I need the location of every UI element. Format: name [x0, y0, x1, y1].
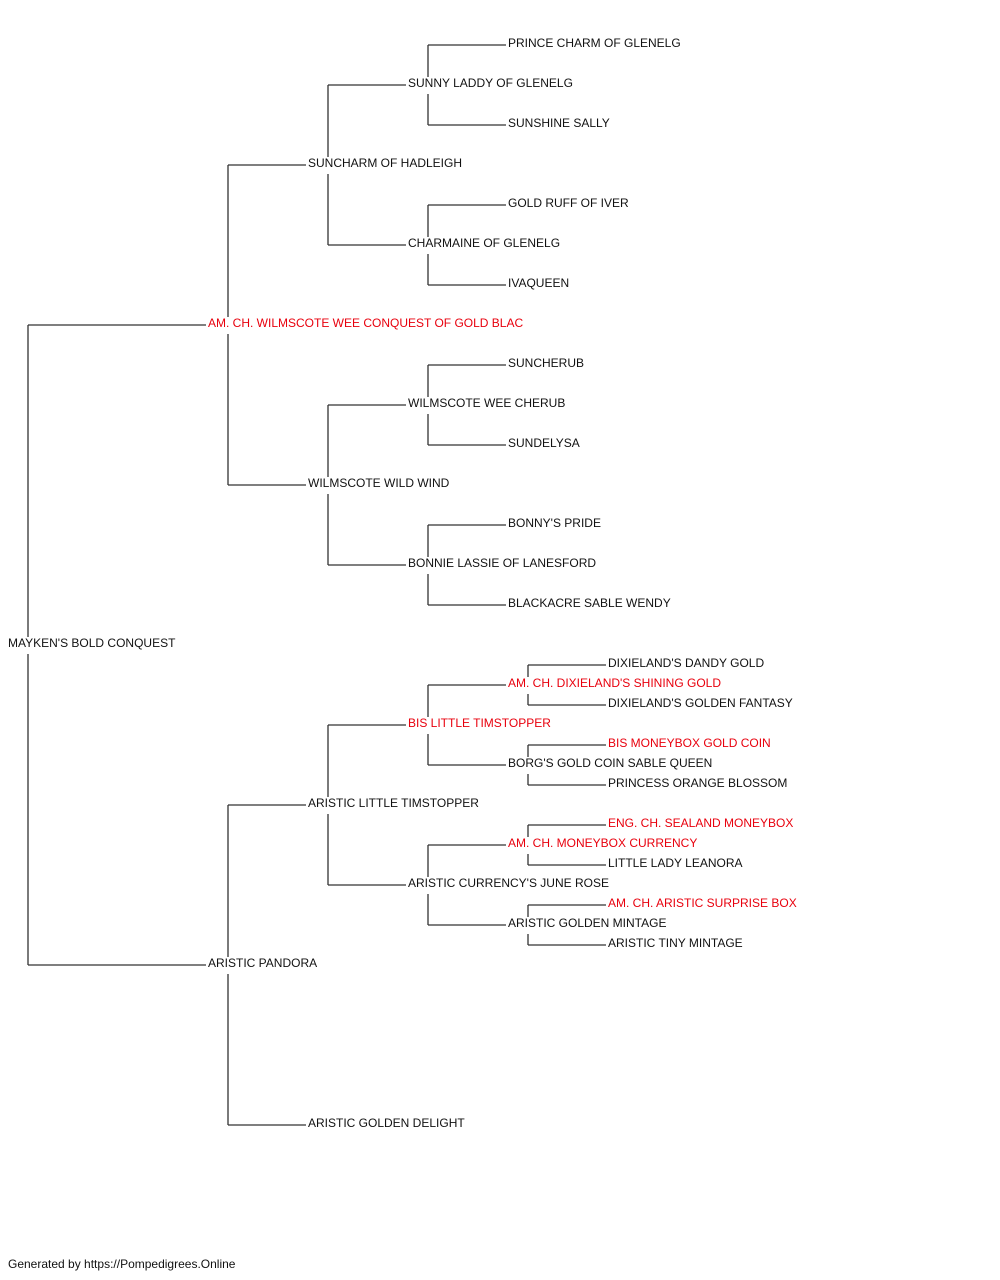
- dog-name-dam-dam: ARISTIC GOLDEN DELIGHT: [308, 1116, 465, 1130]
- dog-name-dam-sire-dam-dam: ARISTIC GOLDEN MINTAGE: [508, 916, 666, 930]
- dog-name-sire-dam-sire-sire: SUNCHERUB: [508, 356, 584, 370]
- dog-name-sire-sire-sire-dam: SUNSHINE SALLY: [508, 116, 610, 130]
- dog-name-dam-sire-dam-dam-sire: AM. CH. ARISTIC SURPRISE BOX: [608, 896, 797, 910]
- dog-name-dam-sire-sire: BIS LITTLE TIMSTOPPER: [408, 716, 551, 730]
- dog-name-dam-sire-sire-sire-dam: DIXIELAND'S GOLDEN FANTASY: [608, 696, 793, 710]
- dog-name-dam-sire-dam: ARISTIC CURRENCY'S JUNE ROSE: [408, 876, 609, 890]
- dog-name-sire-dam: WILMSCOTE WILD WIND: [308, 476, 450, 490]
- dog-name-sire: AM. CH. WILMSCOTE WEE CONQUEST OF GOLD B…: [208, 316, 523, 330]
- dog-name-dam-sire-dam-sire-dam: LITTLE LADY LEANORA: [608, 856, 743, 870]
- dog-name-sire-sire: SUNCHARM OF HADLEIGH: [308, 156, 462, 170]
- dog-name-sire-dam-dam-dam: BLACKACRE SABLE WENDY: [508, 596, 671, 610]
- dog-name-sire-sire-dam: CHARMAINE OF GLENELG: [408, 236, 560, 250]
- dog-name-sire-dam-dam: BONNIE LASSIE OF LANESFORD: [408, 556, 596, 570]
- dog-name-dam-sire-sire-dam-dam: PRINCESS ORANGE BLOSSOM: [608, 776, 787, 790]
- dog-name-dam-sire-sire-dam: BORG'S GOLD COIN SABLE QUEEN: [508, 756, 712, 770]
- dog-name-sire-sire-dam-dam: IVAQUEEN: [508, 276, 569, 290]
- dog-name-dam-sire-dam-sire-sire: ENG. CH. SEALAND MONEYBOX: [608, 816, 793, 830]
- dog-name-sire-dam-dam-sire: BONNY'S PRIDE: [508, 516, 601, 530]
- dog-name-dam-sire: ARISTIC LITTLE TIMSTOPPER: [308, 796, 479, 810]
- dog-name-sire-sire-sire-sire: PRINCE CHARM OF GLENELG: [508, 36, 681, 50]
- dog-name-sire-sire-sire: SUNNY LADDY OF GLENELG: [408, 76, 573, 90]
- dog-name-dam-sire-sire-dam-sire: BIS MONEYBOX GOLD COIN: [608, 736, 771, 750]
- dog-name-sire-sire-dam-sire: GOLD RUFF OF IVER: [508, 196, 629, 210]
- dog-name-dam-sire-dam-dam-dam: ARISTIC TINY MINTAGE: [608, 936, 743, 950]
- footer-credit: Generated by https://Pompedigrees.Online: [8, 1257, 236, 1271]
- dog-name-dam-sire-sire-sire: AM. CH. DIXIELAND'S SHINING GOLD: [508, 676, 721, 690]
- dog-name-sire-dam-sire-dam: SUNDELYSA: [508, 436, 580, 450]
- dog-name-dam-sire-dam-sire: AM. CH. MONEYBOX CURRENCY: [508, 836, 697, 850]
- dog-name-dam-sire-sire-sire-sire: DIXIELAND'S DANDY GOLD: [608, 656, 764, 670]
- dog-name-subject: MAYKEN'S BOLD CONQUEST: [8, 636, 176, 650]
- dog-name-sire-dam-sire: WILMSCOTE WEE CHERUB: [408, 396, 565, 410]
- dog-name-dam: ARISTIC PANDORA: [208, 956, 317, 970]
